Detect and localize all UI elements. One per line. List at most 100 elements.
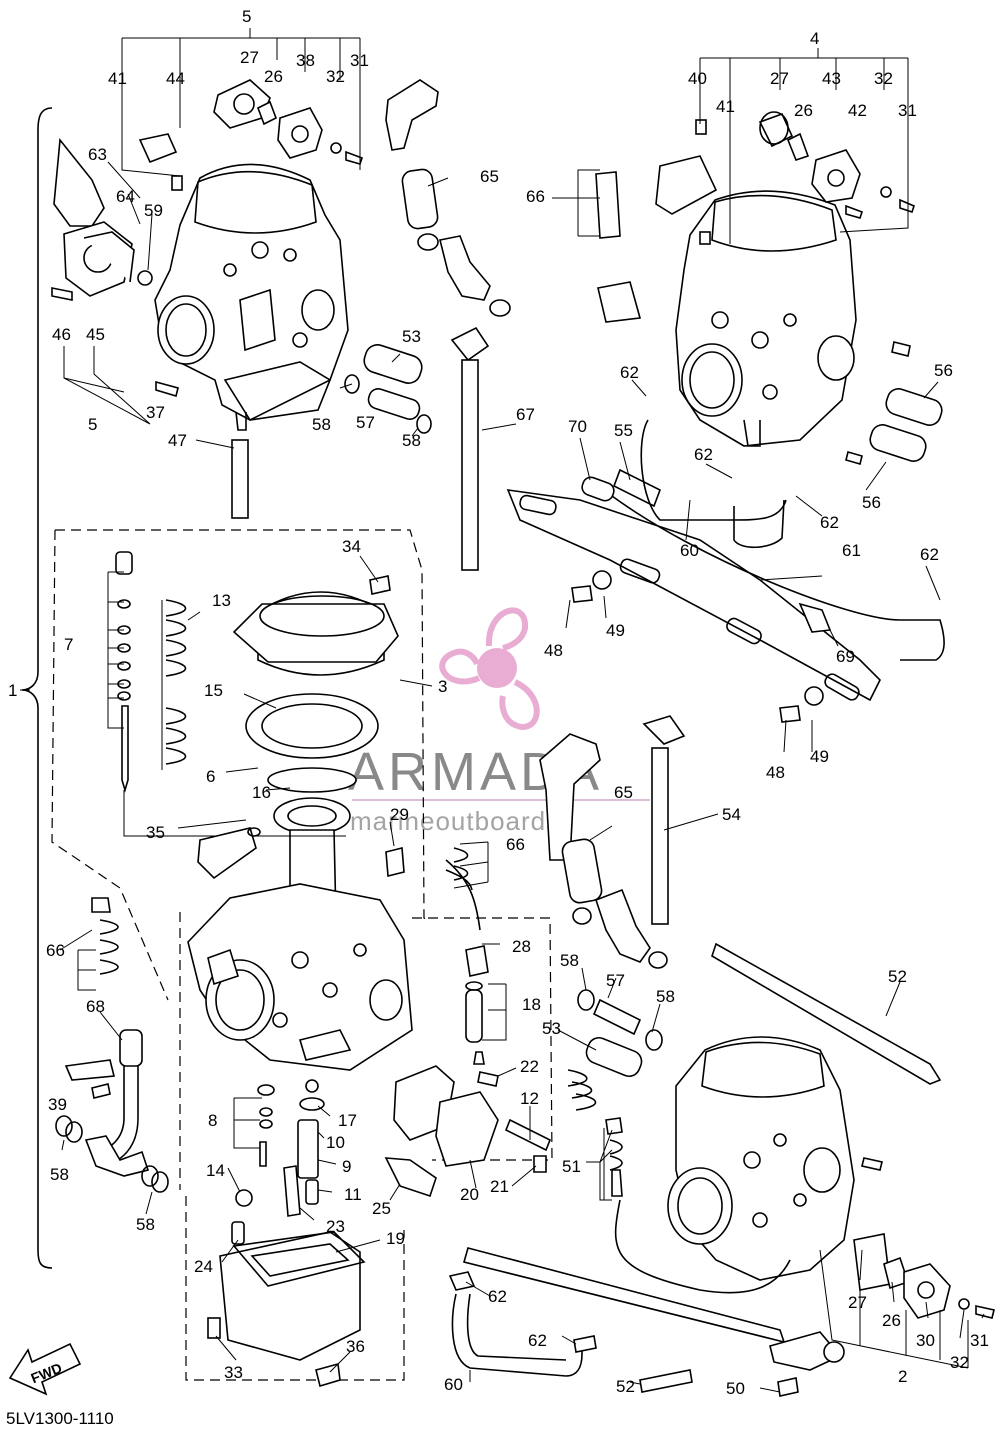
- callout-40: 40: [688, 69, 707, 88]
- left-pipe-assembly: [55, 1029, 169, 1193]
- callout-7: 7: [64, 635, 73, 654]
- callout-5: 5: [88, 415, 97, 434]
- callout-48: 48: [544, 641, 563, 660]
- callout-35: 35: [146, 823, 165, 842]
- callout-32: 32: [326, 67, 345, 86]
- watermark-tagline: marineoutboards: [350, 806, 560, 836]
- callout-49: 49: [810, 747, 829, 766]
- callout-3: 3: [438, 677, 447, 696]
- assembly-bracket: [21, 107, 53, 1269]
- callout-43: 43: [822, 69, 841, 88]
- callout-56: 56: [934, 361, 953, 380]
- callout-50: 50: [726, 1379, 745, 1398]
- callout-17: 17: [338, 1111, 357, 1130]
- callout-58: 58: [50, 1165, 69, 1184]
- callout-62: 62: [694, 445, 713, 464]
- callout-63: 63: [88, 145, 107, 164]
- callout-24: 24: [194, 1257, 213, 1276]
- callout-59: 59: [144, 201, 163, 220]
- callout-8: 8: [208, 1111, 217, 1130]
- callout-55: 55: [614, 421, 633, 440]
- callout-4: 4: [810, 29, 819, 48]
- callout-11: 11: [344, 1185, 362, 1204]
- callout-62: 62: [620, 363, 639, 382]
- callout-1: 1: [8, 681, 17, 700]
- callout-32: 32: [950, 1353, 969, 1372]
- diagram-code: 5LV1300-1110: [6, 1409, 114, 1428]
- callout-44: 44: [166, 69, 185, 88]
- leader-lines: [20, 28, 985, 1393]
- top-right-parts: [506, 111, 945, 723]
- callout-58: 58: [312, 415, 331, 434]
- callout-33: 33: [224, 1363, 243, 1382]
- callout-32: 32: [874, 69, 893, 88]
- callout-6: 6: [206, 767, 215, 786]
- callout-68: 68: [86, 997, 105, 1016]
- callout-56: 56: [862, 493, 881, 512]
- callout-10: 10: [326, 1133, 345, 1152]
- callout-41: 41: [108, 69, 127, 88]
- callout-26: 26: [264, 67, 283, 86]
- callout-58: 58: [656, 987, 675, 1006]
- callout-19: 19: [386, 1229, 405, 1248]
- callout-54: 54: [722, 805, 741, 824]
- callout-60: 60: [444, 1375, 463, 1394]
- callout-53: 53: [402, 327, 421, 346]
- callout-42: 42: [848, 101, 867, 120]
- callout-52: 52: [616, 1377, 635, 1396]
- callout-66: 66: [506, 835, 525, 854]
- callout-57: 57: [356, 413, 375, 432]
- watermark-propeller-logo: [439, 607, 540, 730]
- watermark: ARMADA marineoutboards: [348, 607, 650, 836]
- callout-16: 16: [252, 783, 271, 802]
- callout-34: 34: [342, 537, 361, 556]
- callout-67: 67: [516, 405, 535, 424]
- callout-57: 57: [606, 971, 625, 990]
- callout-49: 49: [606, 621, 625, 640]
- callout-12: 12: [520, 1089, 539, 1108]
- callout-31: 31: [350, 51, 369, 70]
- carburetor-bottom-right: [667, 1036, 883, 1281]
- callout-69: 69: [836, 647, 855, 666]
- callout-37: 37: [146, 403, 165, 422]
- callout-45: 45: [86, 325, 105, 344]
- callout-65: 65: [614, 783, 633, 802]
- callout-66: 66: [526, 187, 545, 206]
- callout-62: 62: [528, 1331, 547, 1350]
- callout-21: 21: [490, 1177, 509, 1196]
- callout-66: 66: [46, 941, 65, 960]
- center-right-parts: [539, 715, 686, 969]
- callout-46: 46: [52, 325, 71, 344]
- callout-labels: 5 27 38 31 41 44 26 32 4 40 27 43 32 41 …: [8, 7, 989, 1398]
- callout-9: 9: [342, 1157, 351, 1176]
- callout-62: 62: [820, 513, 839, 532]
- callout-64: 64: [116, 187, 135, 206]
- callout-20: 20: [460, 1185, 479, 1204]
- callout-58: 58: [136, 1215, 155, 1234]
- callout-15: 15: [204, 681, 223, 700]
- callout-23: 23: [326, 1217, 345, 1236]
- callout-65: 65: [480, 167, 499, 186]
- callout-53: 53: [542, 1019, 561, 1038]
- callout-39: 39: [48, 1095, 67, 1114]
- callout-27: 27: [770, 69, 789, 88]
- callout-28: 28: [512, 937, 531, 956]
- callout-51: 51: [562, 1157, 581, 1176]
- callout-48: 48: [766, 763, 785, 782]
- top-left-parts: [51, 79, 511, 571]
- fwd-arrow: FWD: [8, 1342, 82, 1396]
- callout-36: 36: [346, 1337, 365, 1356]
- callout-26: 26: [794, 101, 813, 120]
- callout-27: 27: [240, 48, 259, 67]
- callout-26: 26: [882, 1311, 901, 1330]
- callout-25: 25: [372, 1199, 391, 1218]
- callout-27: 27: [848, 1293, 867, 1312]
- callout-5: 5: [242, 7, 251, 26]
- callout-22: 22: [520, 1057, 539, 1076]
- callout-31: 31: [898, 101, 917, 120]
- callout-58: 58: [402, 431, 421, 450]
- callout-61: 61: [842, 541, 861, 560]
- bottom-right-parts: [448, 942, 995, 1397]
